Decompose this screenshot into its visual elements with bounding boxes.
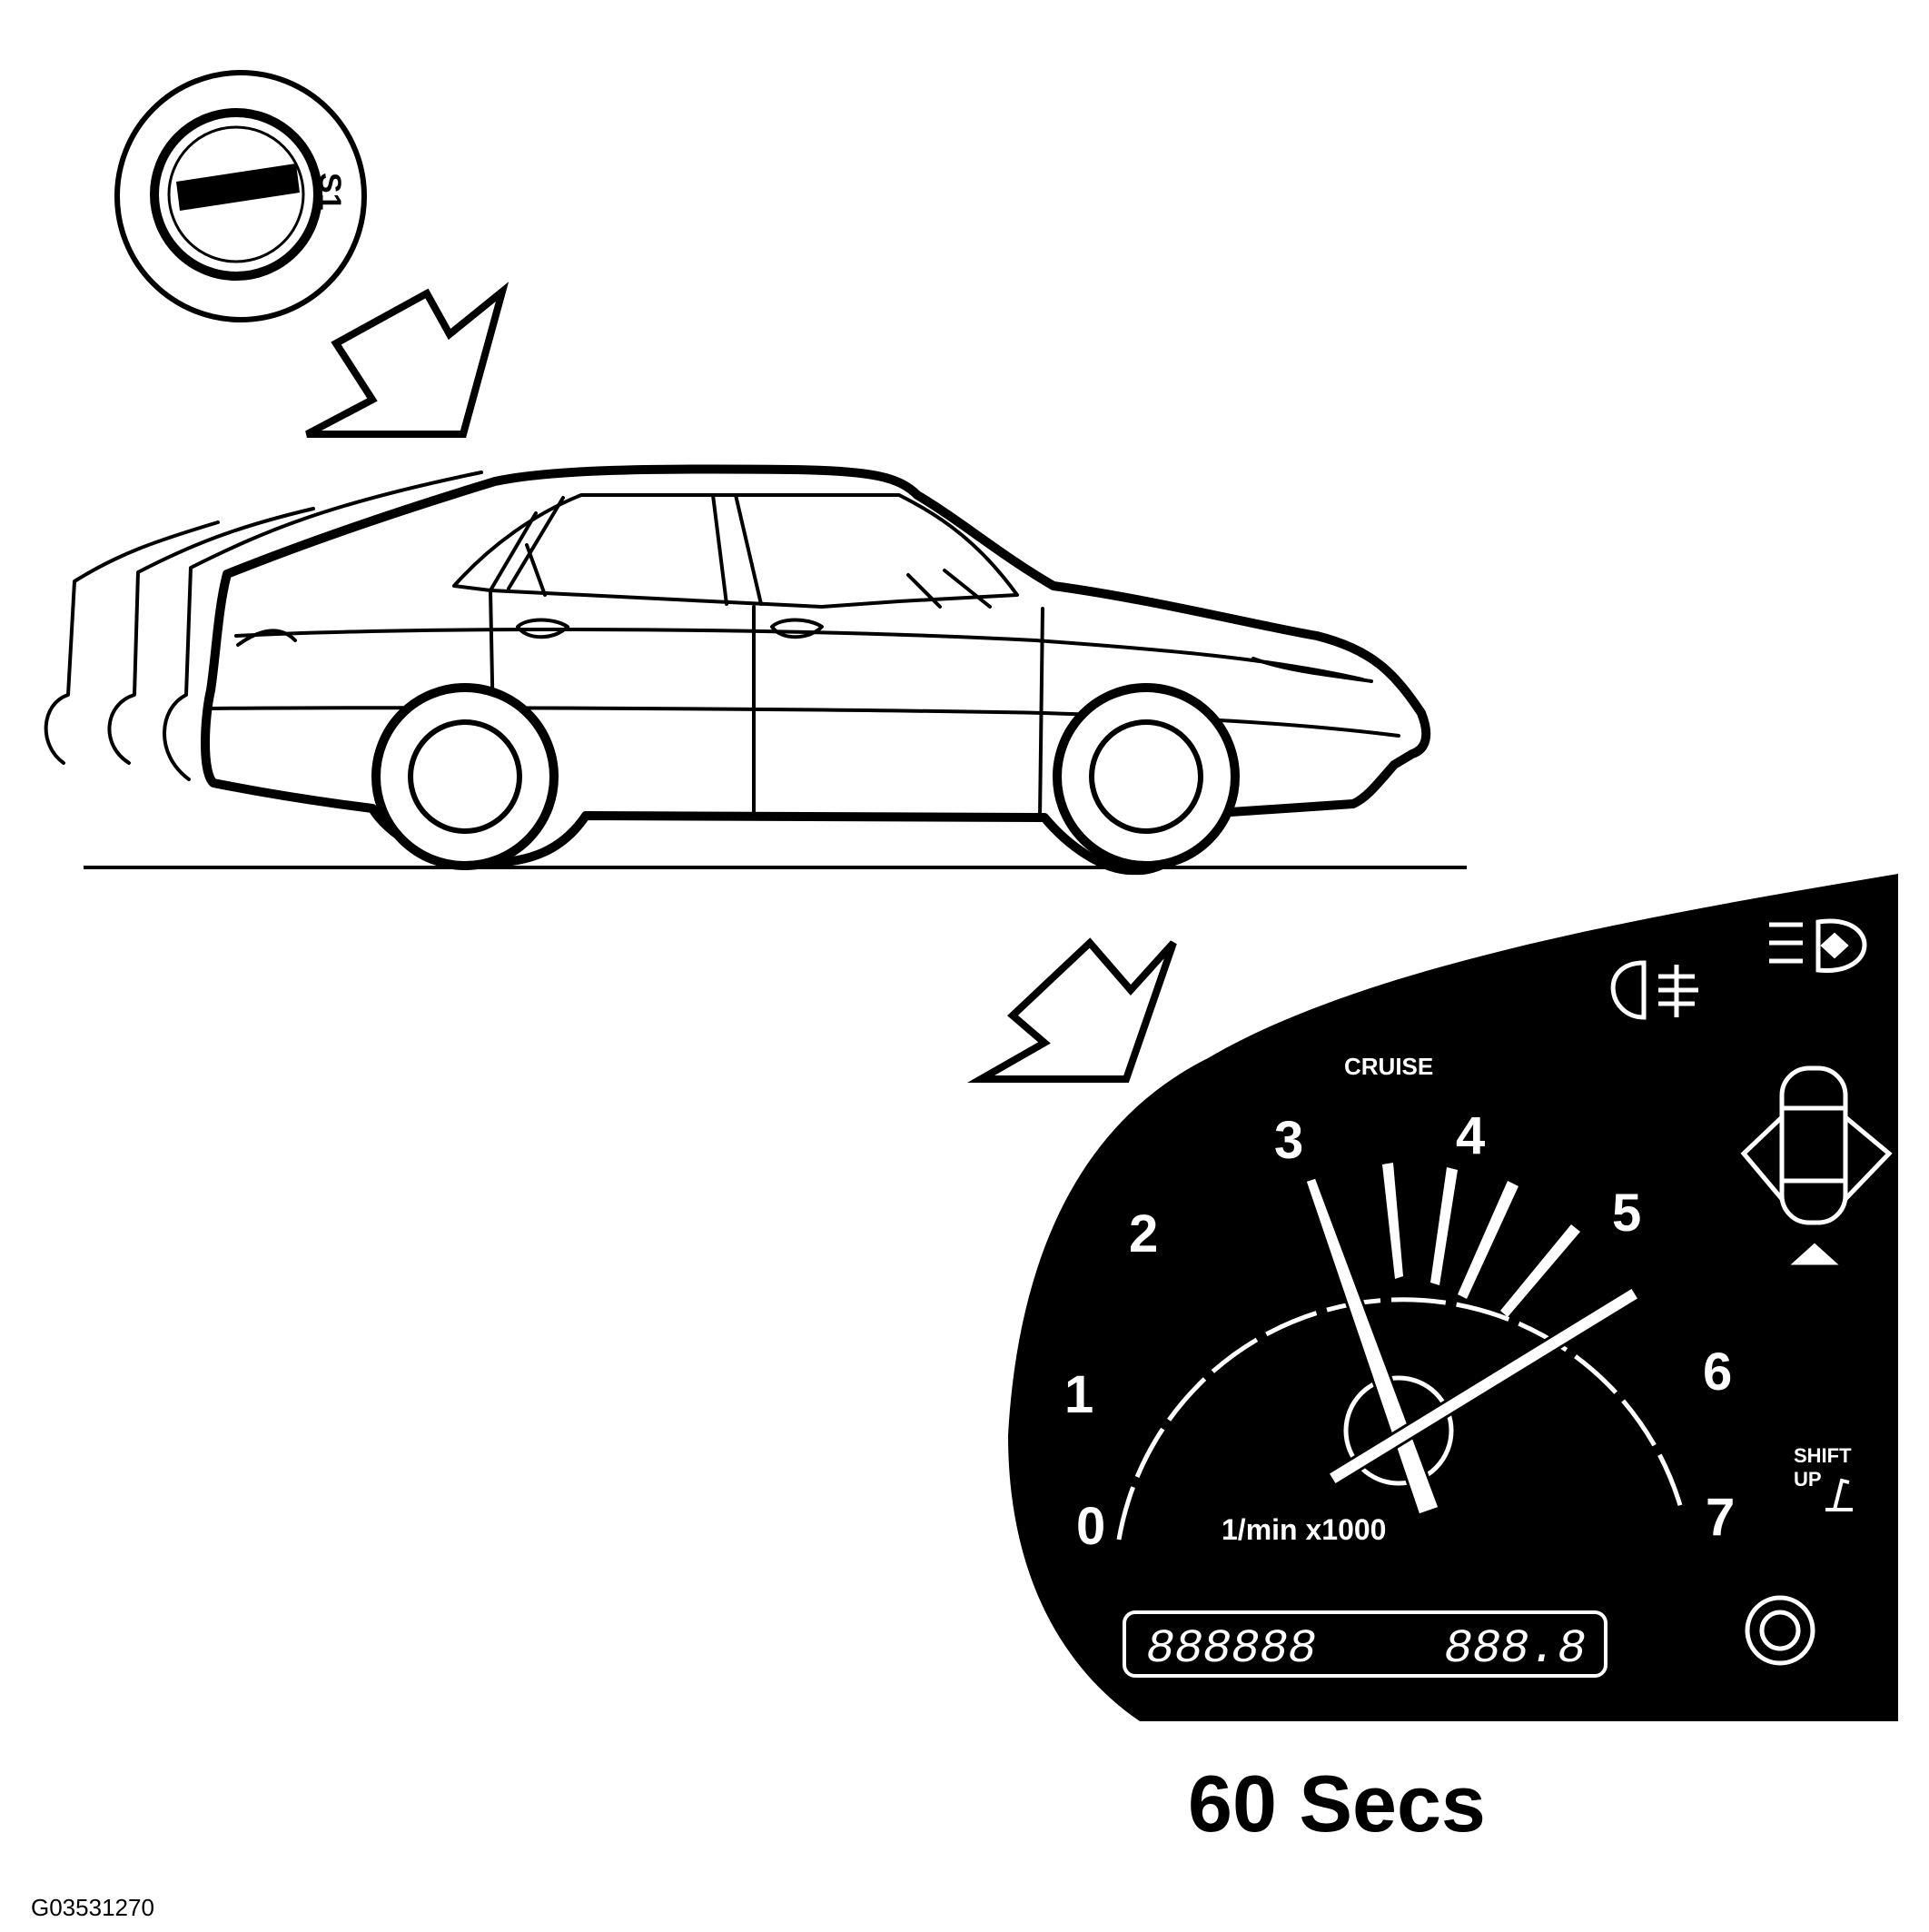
tach-scale-label: 5 xyxy=(1612,1184,1641,1243)
tach-scale-label: 4 xyxy=(1456,1106,1485,1165)
instrument-cluster: SHIFT UP CRUISE 0 1 2 3 4 5 6 7 xyxy=(1008,874,1898,1721)
shift-up-label: UP xyxy=(1794,1468,1822,1491)
front-wheel xyxy=(1053,683,1240,870)
tach-arc xyxy=(1116,1297,1686,1541)
tach-tick xyxy=(1458,1181,1518,1299)
tach-tick xyxy=(1382,1163,1403,1279)
arrow-icon xyxy=(966,937,1177,1083)
arrow-icon xyxy=(305,282,509,438)
ignition-key-slot xyxy=(176,163,300,211)
shift-up-icon: SHIFT UP xyxy=(1794,1444,1853,1511)
ignition-switch: S1 xyxy=(114,70,367,322)
cluster-panel xyxy=(1008,874,1898,1721)
motion-line xyxy=(44,520,220,765)
motion-line xyxy=(163,471,483,781)
tach-tick xyxy=(1430,1167,1458,1285)
tach-scale-label: 0 xyxy=(1076,1497,1105,1556)
odometer-display: 888888 xyxy=(1146,1622,1316,1676)
figure-id: G03531270 xyxy=(31,1894,154,1921)
tach-scale-label: 6 xyxy=(1703,1342,1732,1402)
tach-unit-label: 1/min x1000 xyxy=(1222,1513,1386,1546)
rear-wheel xyxy=(371,683,559,870)
car-illustration xyxy=(44,464,1431,876)
tach-scale-label: 1 xyxy=(1064,1365,1093,1424)
trip-display: 888.8 xyxy=(1444,1622,1586,1676)
tach-tick xyxy=(1500,1224,1580,1317)
motion-line xyxy=(107,507,315,765)
fog-light-icon xyxy=(1610,960,1698,1020)
ignition-position-label: S1 xyxy=(312,173,347,211)
tach-scale-label: 3 xyxy=(1274,1111,1303,1170)
odometer-lcd: 888888 888.8 xyxy=(1123,1610,1608,1678)
door-open-icon xyxy=(1740,1065,1893,1265)
duration-caption: 60 Secs xyxy=(1188,1759,1486,1848)
tach-scale-label: 7 xyxy=(1706,1488,1735,1547)
tach-needle xyxy=(1325,1284,1642,1488)
tachometer: 0 1 2 3 4 5 6 7 1/min x1000 xyxy=(1064,1106,1735,1556)
needle-hub xyxy=(1343,1375,1454,1486)
cruise-indicator: CRUISE xyxy=(1344,1053,1433,1080)
brake-warning-icon xyxy=(1745,1595,1815,1666)
headlight-level-icon xyxy=(1769,918,1867,973)
shift-up-label: SHIFT xyxy=(1794,1444,1852,1467)
tach-scale-label: 2 xyxy=(1129,1204,1158,1263)
